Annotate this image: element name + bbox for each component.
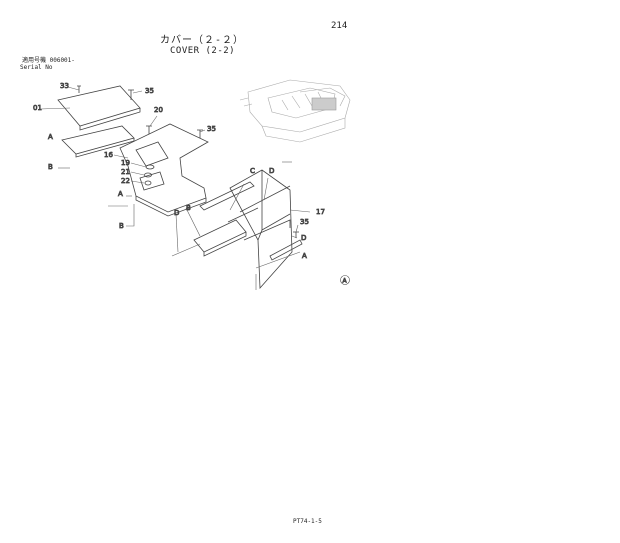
callout-20: 20 [154,106,163,114]
callout-a-right: A [302,252,307,260]
callout-16: 16 [104,151,113,159]
side-cover [199,169,303,290]
callout-b-left: B [48,163,53,171]
callout-35-upper: 35 [145,87,154,95]
page-number: 214 [331,21,348,31]
floor-plate [119,123,209,217]
lower-cover-plate [61,125,135,158]
leader-lines [39,86,311,290]
callout-a-middle: A [118,190,123,198]
serial-label-english: Serial No [20,64,53,71]
callout-01: 01 [33,104,42,112]
callout-d-right: D [301,234,306,242]
callout-33: 33 [60,82,69,90]
page-title-japanese: カバー（２-２） [160,35,245,46]
serial-label-japanese: 適用号機 006001- [22,57,75,64]
callout-35-middle: 35 [207,125,216,133]
callout-a-left: A [48,133,53,141]
callout-d-upper: D [269,167,274,175]
callout-c: C [250,167,255,175]
side-panel-b [193,219,291,257]
machine-inset-sketch [239,79,351,143]
callout-35-lower: 35 [300,218,309,226]
callout-d-left: D [174,209,179,217]
view-marker-a-label: A [343,278,348,285]
upper-cover-plate [57,85,141,131]
callout-b-lower: B [119,222,124,230]
callout-17: 17 [316,208,325,216]
view-marker-a: A [340,275,350,285]
bolts [77,85,299,238]
callout-22: 22 [121,177,130,185]
footer-page-code: PT74-1-5 [293,518,322,525]
page-title-english: COVER (2-2) [170,46,236,56]
callout-21: 21 [121,168,130,176]
callout-19: 19 [121,159,130,167]
callout-b-panel: B [186,204,191,212]
